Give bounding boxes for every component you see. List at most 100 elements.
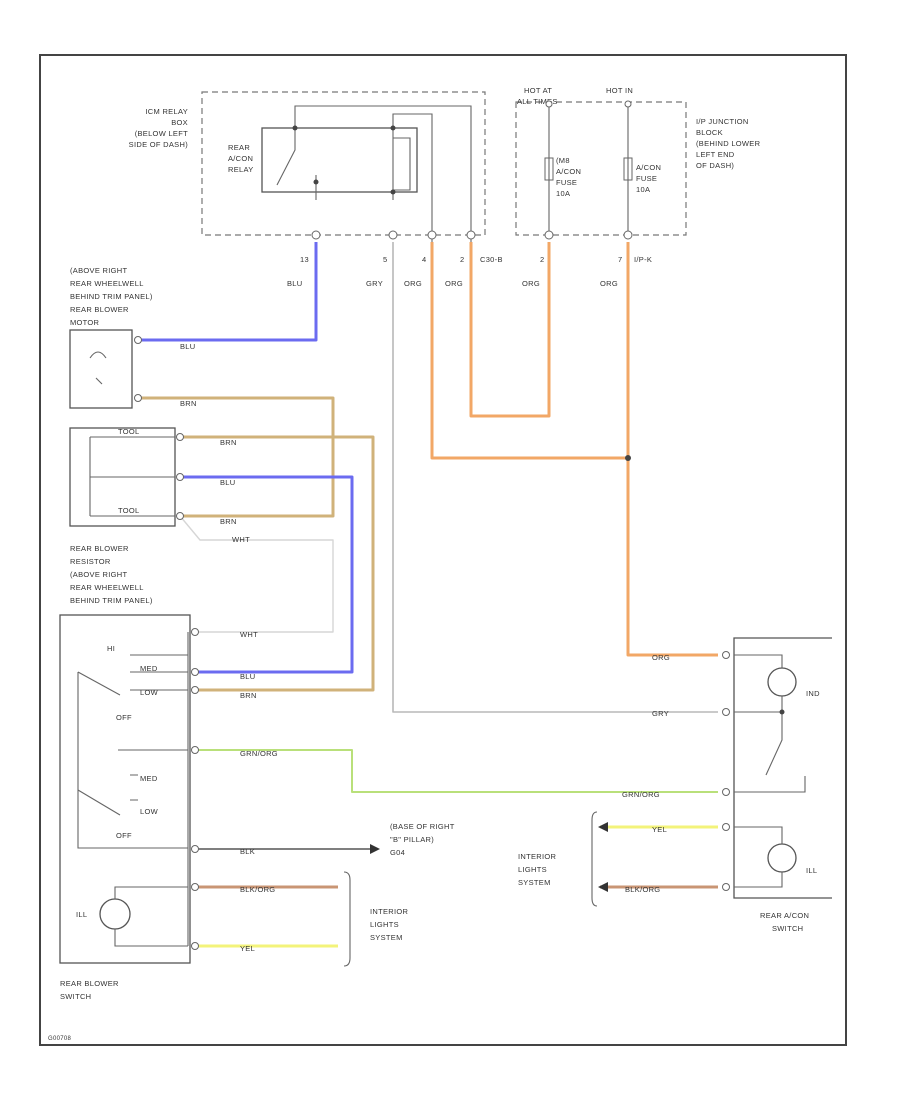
motor-wire-blu: BLU (180, 342, 196, 351)
ground-label-3: G04 (390, 848, 405, 857)
hot-at-2: ALL TIMES (517, 97, 558, 106)
acon-switch-box (733, 637, 832, 899)
blower-motor-box (69, 329, 133, 409)
motor-location-4: REAR BLOWER (70, 305, 129, 314)
conn-4: 4 (422, 255, 426, 264)
ac-interior-2: LIGHTS (518, 865, 547, 874)
ac-ind: IND (806, 689, 820, 698)
blower-switch-box (59, 614, 191, 964)
wire-blu-resistor (180, 475, 354, 674)
ac-interior-3: SYSTEM (518, 878, 551, 887)
ac-yel-arrow-icon (598, 822, 608, 832)
fuse-a-pin (544, 230, 554, 240)
relay-contact (276, 126, 317, 200)
ac-pin-grn (722, 788, 730, 796)
ac-blk-arrow-icon (598, 882, 608, 892)
ground-arrow-icon (370, 844, 380, 854)
bs-title-1: REAR BLOWER (60, 979, 119, 988)
bs-wire-grn-org: GRN/ORG (240, 749, 278, 758)
resistor-location-2: RESISTOR (70, 557, 111, 566)
ac-pin-org (722, 651, 730, 659)
relay-pin-5 (388, 230, 398, 240)
relay-body (261, 127, 418, 193)
resistor-location-3: (ABOVE RIGHT (70, 570, 127, 579)
wire-gry (392, 242, 718, 713)
switch-low-bottom: LOW (140, 807, 159, 816)
org-junction (625, 455, 631, 461)
resistor-wire-3: BRN (220, 517, 237, 526)
fuse-box-location-4: LEFT END (696, 150, 735, 159)
bs-title-2: SWITCH (60, 992, 91, 1001)
resistor-location-4: REAR WHEELWELL (70, 583, 144, 592)
resistor-wire-4: WHT (232, 535, 250, 544)
relay-box-outline (201, 91, 486, 236)
ac-wire-org: ORG (652, 653, 670, 662)
relay-box-location-4: SIDE OF DASH) (129, 140, 189, 149)
motor-pin-brn (134, 394, 142, 402)
ac-title-1: REAR A/CON (760, 911, 809, 920)
relay-box-location-1: ICM RELAY (145, 107, 188, 116)
fuse-a-4: 10A (556, 189, 570, 198)
motor-location-2: REAR WHEELWELL (70, 279, 144, 288)
wire-wht (179, 515, 334, 633)
relay-box-location-3: (BELOW LEFT (135, 129, 188, 138)
fuse-b-1: A/CON (636, 163, 661, 172)
bs-wire-wht: WHT (240, 630, 258, 639)
bs-ill-wires (114, 886, 188, 947)
fuse-a-2: A/CON (556, 167, 581, 176)
fuse-box-location-5: OF DASH) (696, 161, 734, 170)
motor-location-5: MOTOR (70, 318, 100, 327)
resistor-wire-1: BRN (220, 438, 237, 447)
bs-pin-wht (191, 628, 199, 636)
relay-label-2: A/CON (228, 154, 253, 163)
motor-location-3: BEHIND TRIM PANEL) (70, 292, 153, 301)
relay-node-a (313, 179, 319, 185)
switch-med-top: MED (140, 664, 158, 673)
hot-at-pin (545, 100, 553, 108)
relay-node-d (390, 125, 396, 131)
ground-label-2: "B" PILLAR) (390, 835, 434, 844)
conn-fuse-2: 2 (540, 255, 544, 264)
bs-wire-blu: BLU (240, 672, 256, 681)
bs-ill-lamp-icon (99, 898, 131, 930)
conn-5-wire: GRY (366, 279, 383, 288)
ac-wire-yel: YEL (652, 825, 667, 834)
hot-in: HOT IN (606, 86, 633, 95)
ac-interior-1: INTERIOR (518, 852, 557, 861)
fuse-b-2: FUSE (636, 174, 657, 183)
resistor-location-5: BEHIND TRIM PANEL) (70, 596, 153, 605)
fuse-b-pin (623, 230, 633, 240)
resistor-pin-2 (176, 473, 184, 481)
bs-pin-blk (191, 845, 199, 853)
motor-location-1: (ABOVE RIGHT (70, 266, 127, 275)
relay-pin-2 (466, 230, 476, 240)
fuse-b-3: 10A (636, 185, 650, 194)
wire-org-acon (626, 242, 718, 657)
bs-wire-brn: BRN (240, 691, 257, 700)
interior-bracket-right (591, 811, 598, 907)
ac-pin-gry (722, 708, 730, 716)
fuse-a-1: (M8 (556, 156, 570, 165)
fuse-box-location-3: (BEHIND LOWER (696, 139, 761, 148)
wire-org-loop (469, 242, 551, 418)
relay-box-location-2: BOX (171, 118, 188, 127)
conn-13-wire: BLU (287, 279, 303, 288)
relay-node-b (390, 189, 396, 195)
bs-interior-1: INTERIOR (370, 907, 409, 916)
switch-off-bottom: OFF (116, 831, 132, 840)
wire-blu-motor (140, 242, 318, 342)
resistor-bottom-label: TOOL (118, 506, 139, 515)
bs-pin-brn (191, 686, 199, 694)
conn-7: 7 (618, 255, 622, 264)
switch-hi: HI (107, 644, 115, 653)
wire-brn-motor (140, 396, 335, 518)
hot-at-1: HOT AT (524, 86, 552, 95)
bs-pin-blk-org (191, 883, 199, 891)
conn-13: 13 (300, 255, 309, 264)
ac-wire-grn-org: GRN/ORG (622, 790, 660, 799)
ac-internal (734, 654, 806, 793)
diagram-frame (39, 54, 847, 1046)
hot-in-pin (624, 100, 632, 108)
bs-wire-blk-org: BLK/ORG (240, 885, 275, 894)
blower-switch-top (77, 654, 188, 849)
